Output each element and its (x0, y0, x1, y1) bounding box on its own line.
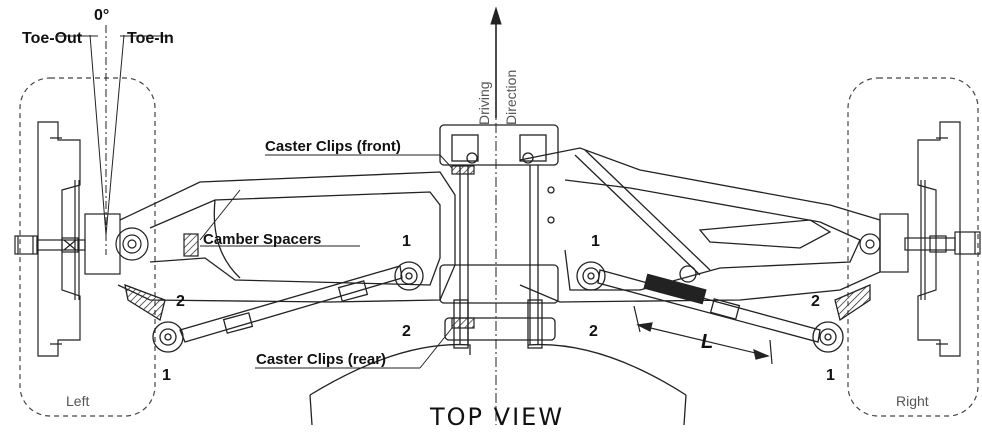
left-hub-assembly (14, 213, 199, 275)
point-2-right-inner: 2 (589, 323, 598, 340)
direction-label: Direction (503, 70, 519, 125)
toe-out-label: Toe-Out (22, 30, 83, 47)
zero-degree-label: 0° (94, 7, 109, 24)
left-side-label: Left (66, 393, 89, 409)
right-hub-assembly (859, 213, 981, 273)
point-1-right-knuckle: 1 (826, 367, 835, 384)
center-axis (490, 6, 502, 425)
caster-clips-front-label: Caster Clips (front) (265, 138, 401, 155)
point-1-right-inner: 1 (591, 233, 600, 250)
ball-ends (124, 283, 871, 353)
leader-lines (199, 154, 453, 369)
right-side-label: Right (896, 393, 929, 409)
driving-label: Driving (476, 81, 492, 125)
right-wheel (847, 77, 979, 417)
point-2-left-knuckle: 2 (176, 293, 185, 310)
right-tie-rod (574, 149, 821, 343)
inner-pivots (394, 261, 606, 291)
top-view-label: TOP VIEW (429, 403, 564, 431)
point-2-left-inner: 2 (402, 323, 411, 340)
camber-spacers-label: Camber Spacers (203, 231, 321, 248)
length-l-label: L (701, 331, 713, 353)
length-dimension (633, 305, 773, 365)
point-1-left-inner: 1 (402, 233, 411, 250)
front-bumper-outline (309, 343, 687, 426)
toe-angle-lines (58, 25, 170, 255)
left-tie-rod (179, 265, 403, 343)
caster-clips-rear-label: Caster Clips (rear) (256, 351, 386, 368)
caster-clips (451, 165, 475, 329)
toe-in-label: Toe-In (127, 30, 174, 47)
center-bulkhead (439, 124, 559, 349)
point-2-right-knuckle: 2 (811, 293, 820, 310)
point-1-left-knuckle: 1 (162, 367, 171, 384)
right-front-arm (519, 147, 881, 303)
